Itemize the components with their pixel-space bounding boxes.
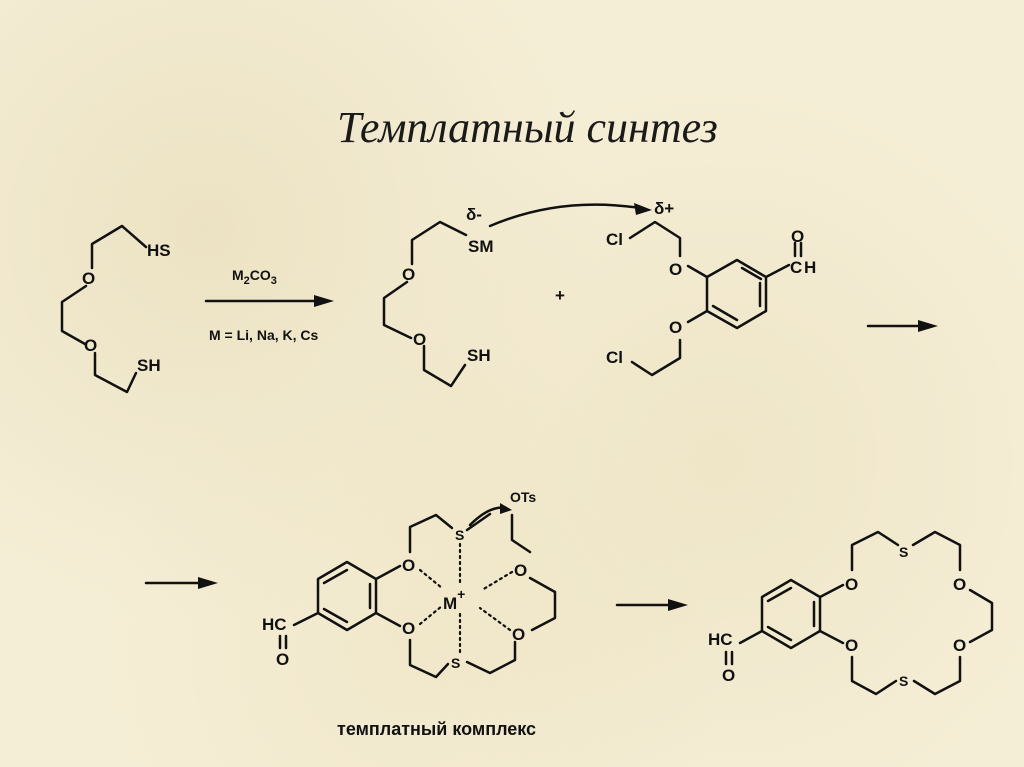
reaction-arrow-2 xyxy=(866,320,938,332)
oxygen-label: O xyxy=(514,561,527,580)
oxygen-label: O xyxy=(402,556,415,575)
delta-minus-label: δ- xyxy=(466,205,482,224)
oxygen-label: O xyxy=(84,336,97,355)
reaction-arrow-4 xyxy=(615,599,688,611)
oxygen-label: O xyxy=(791,227,804,246)
chloro-aldehyde-molecule: δ+ Cl O O Cl O C H xyxy=(606,199,816,377)
chlorine-label: Cl xyxy=(606,348,623,367)
hc-label: HC xyxy=(262,615,287,634)
sh-label: SH xyxy=(137,356,161,375)
thiacrown-product: HC O O O S O O S xyxy=(708,530,994,696)
delta-plus-label: δ+ xyxy=(654,199,674,218)
oxygen-label: O xyxy=(953,575,966,594)
reaction-arrow-3 xyxy=(144,577,218,589)
sh-label: SH xyxy=(467,346,491,365)
sulfur-label: S xyxy=(451,655,460,671)
ots-label: OTs xyxy=(510,489,536,505)
metal-ion-label: M+ xyxy=(443,586,465,613)
page-title: Темплатный синтез xyxy=(337,103,718,152)
hs-label: HS xyxy=(147,241,171,260)
oxygen-label: O xyxy=(669,260,682,279)
sulfur-label: S xyxy=(455,527,464,543)
oxygen-label: O xyxy=(413,330,426,349)
template-complex-caption: темплатный комплекс xyxy=(337,719,536,739)
carbon-label: C xyxy=(790,258,802,277)
reagent-condition: M = Li, Na, K, Cs xyxy=(209,327,319,343)
hc-label: HC xyxy=(708,630,733,649)
thiolate-molecule: δ- SM O O SH xyxy=(382,205,494,388)
reagent-formula: M2CO3 xyxy=(232,267,277,287)
oxygen-label: O xyxy=(845,636,858,655)
oxygen-label: O xyxy=(82,269,95,288)
sulfur-label: S xyxy=(899,673,908,689)
hydrogen-label: H xyxy=(804,258,816,277)
nucleophilic-attack-arrow xyxy=(488,203,652,228)
oxygen-label: O xyxy=(953,636,966,655)
oxygen-label: O xyxy=(512,625,525,644)
oxygen-label: O xyxy=(669,318,682,337)
sulfur-label: S xyxy=(899,544,908,560)
oxygen-label: O xyxy=(402,265,415,284)
oxygen-label: O xyxy=(845,575,858,594)
reaction-arrow-1: M2CO3 M = Li, Na, K, Cs xyxy=(204,267,334,343)
oxygen-label: O xyxy=(722,666,735,685)
oxygen-label: O xyxy=(402,619,415,638)
chlorine-label: Cl xyxy=(606,230,623,249)
plus-sign: + xyxy=(555,286,565,305)
dithiol-molecule: HS O O SH xyxy=(60,224,171,394)
template-complex: HC O O O S S OTs O O M+ xyxy=(262,489,557,679)
oxygen-label: O xyxy=(276,650,289,669)
sm-label: SM xyxy=(468,237,494,256)
